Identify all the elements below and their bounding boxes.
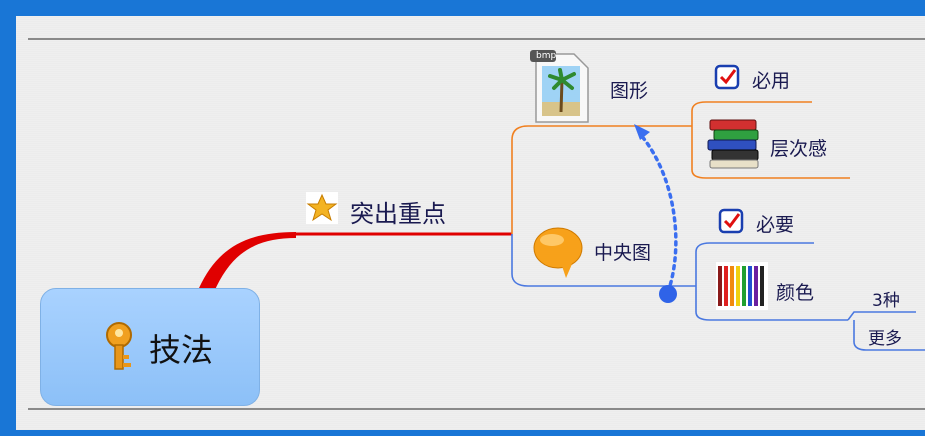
connector-lines [199,101,925,351]
root-label: 技法 [149,331,214,369]
books-icon [707,119,759,169]
checkbox-icon [714,64,740,90]
root-node[interactable]: 技法 [40,288,260,406]
label-layered: 层次感 [770,138,828,160]
label-more[interactable]: 更多 [868,329,902,349]
relationship-arrowhead [634,124,650,140]
central-children-connector [695,242,848,321]
relationship-arrow [638,132,678,294]
label-needed: 必要 [756,214,795,236]
label-color: 颜色 [776,282,815,304]
color-children-connector [847,311,925,351]
speech-bubble-icon [533,227,583,278]
key-icon [106,322,132,370]
label-three-kinds[interactable]: 3种 [872,291,900,311]
mindmap-canvas: 技法 突出重点 bmp 图形 必用 [16,16,925,430]
file-type-tag: bmp [536,51,557,61]
root-connector-thick [199,232,296,292]
bottom-divider [28,408,925,410]
graphic-children-connector [691,101,850,179]
top-divider [28,38,925,40]
relationship-anchor [659,285,677,303]
star-icon [306,192,338,224]
label-graphic: 图形 [610,80,649,102]
central-connector [511,234,696,287]
branch-label-emphasis: 突出重点 [350,200,446,228]
graphic-connector [511,125,692,234]
label-required: 必用 [752,70,791,92]
label-central: 中央图 [594,242,652,264]
image-file-icon [530,50,589,123]
checkbox-icon [718,208,744,234]
color-pencils-icon [716,262,768,310]
